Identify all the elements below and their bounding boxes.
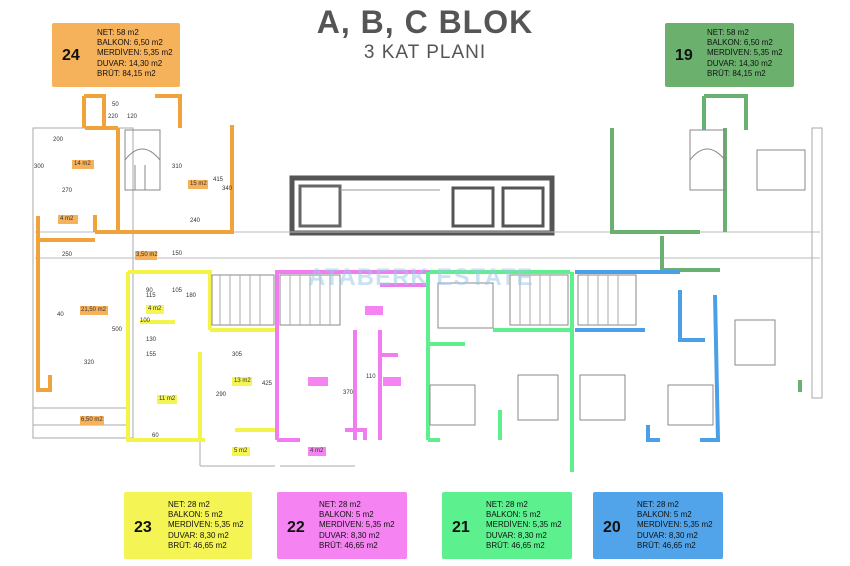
plan-label-d150: 150: [172, 251, 183, 257]
unit-number: 20: [603, 519, 621, 536]
plan-label-d425: 425: [262, 381, 273, 387]
area-tags: [58, 160, 401, 456]
plan-label-d40: 40: [57, 312, 64, 318]
plan-label-d250: 250: [62, 252, 73, 258]
plan-label-a13: 13 m2: [234, 378, 251, 384]
plan-label-a21: 21,50 m2: [81, 307, 107, 313]
plan-label-d310: 310: [172, 164, 183, 170]
unit-21-walls: [426, 270, 574, 472]
watermark: ATABERK ESTATE: [308, 264, 534, 291]
plan-label-d110: 110: [366, 374, 376, 380]
plan-label-a4b: 4 m2: [148, 306, 162, 312]
plan-label-d305: 305: [232, 352, 243, 358]
core-shaft: [298, 184, 342, 228]
plan-label-d500: 500: [112, 327, 123, 333]
unit-number: 22: [287, 519, 305, 536]
plan-label-d200: 200: [53, 137, 64, 143]
plan-label-d220: 220: [108, 114, 119, 120]
plan-label-a3: 3,50 m2: [136, 252, 158, 258]
elevator-right: [501, 186, 545, 228]
elevator-left: [451, 186, 495, 228]
plan-label-d240: 240: [190, 218, 201, 224]
unit-24-walls: [36, 94, 234, 392]
plan-label-a4c: 4 m2: [310, 448, 324, 454]
plan-label-a4: 4 m2: [60, 216, 74, 222]
plan-label-d115: 115: [146, 293, 156, 299]
unit-number: 24: [62, 47, 80, 64]
plan-label-d90: 90: [146, 288, 153, 294]
central-core: [289, 175, 555, 236]
page-title: A, B, C BLOK: [316, 4, 534, 40]
plan-label-d300: 300: [34, 164, 45, 170]
plan-label-d415: 415: [213, 177, 224, 183]
unit-23-walls: [126, 270, 275, 442]
unit-number: 19: [675, 47, 693, 64]
plan-label-d120: 120: [127, 114, 138, 120]
plan-label-d50: 50: [112, 102, 119, 108]
unit-number: 23: [134, 519, 152, 536]
plan-label-d130: 130: [146, 337, 157, 343]
unit-number: 21: [452, 519, 470, 536]
plan-label-d270: 270: [62, 188, 73, 194]
plan-label-a5: 5 m2: [234, 448, 248, 454]
page-subtitle: 3 KAT PLANI: [363, 42, 487, 63]
plan-label-d340: 340: [222, 186, 233, 192]
unit-20-walls: [575, 270, 721, 442]
plan-label-a11: 11 m2: [159, 396, 176, 402]
plan-label-d370: 370: [343, 390, 354, 396]
unit-22-walls: [275, 270, 430, 442]
plan-label-d180: 180: [186, 293, 197, 299]
plan-label-d100: 100: [140, 318, 151, 324]
plan-label-d155: 155: [146, 352, 157, 358]
plan-label-a6: 6,50 m2: [81, 417, 103, 423]
unit-19-walls: [610, 94, 802, 392]
plan-label-d290: 290: [216, 392, 227, 398]
plan-label-a14: 14 m2: [74, 161, 91, 167]
plan-label-d105: 105: [172, 288, 183, 294]
plan-label-d320: 320: [84, 360, 95, 366]
plan-label-d60: 60: [152, 433, 159, 439]
plan-label-a15: 15 m2: [190, 181, 207, 187]
